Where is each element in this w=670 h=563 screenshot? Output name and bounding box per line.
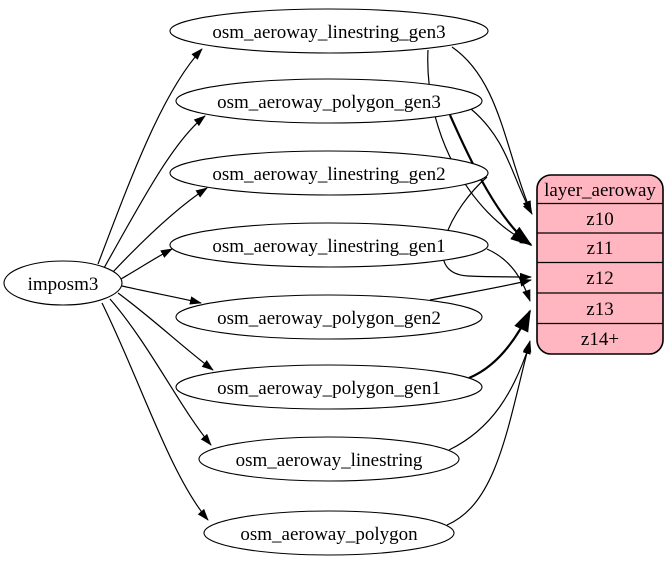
node-osm-aeroway-linestring-gen2: osm_aeroway_linestring_gen2 xyxy=(169,150,489,196)
node-osm-aeroway-polygon-gen2: osm_aeroway_polygon_gen2 xyxy=(175,294,483,340)
table-ellipse xyxy=(169,222,489,268)
table-label: osm_aeroway_polygon_gen1 xyxy=(217,378,441,399)
layer-row-z11: z11 xyxy=(587,238,614,259)
edge-linestring-gen1-z13 xyxy=(486,248,531,302)
node-osm-aeroway-polygon: osm_aeroway_polygon xyxy=(203,510,455,556)
layer-row-z10: z10 xyxy=(586,209,613,230)
layer-row-z12: z12 xyxy=(586,268,613,289)
table-label: osm_aeroway_linestring_gen1 xyxy=(212,236,445,257)
table-nodes: osm_aeroway_linestring_gen3 osm_aeroway_… xyxy=(169,8,489,556)
node-osm-aeroway-polygon-gen3: osm_aeroway_polygon_gen3 xyxy=(175,78,483,124)
edge-polygon-gen3-z10 xyxy=(470,108,533,215)
edge-polygon-gen3-z11 xyxy=(448,114,533,247)
layer-row-z14plus: z14+ xyxy=(581,329,619,350)
edge-linestring-gen2-z12 xyxy=(442,176,532,282)
table-ellipse xyxy=(203,510,455,556)
edge-linestring-gen3-z10 xyxy=(451,46,532,213)
edge-imposm3-linestring-gen1 xyxy=(120,248,173,280)
table-ellipse xyxy=(175,364,483,410)
edge-imposm3-polygon xyxy=(101,302,209,521)
node-osm-aeroway-linestring-gen1: osm_aeroway_linestring_gen1 xyxy=(169,222,489,268)
node-layer-aeroway: layer_aeroway z10 z11 z12 z13 z14+ xyxy=(536,174,664,355)
node-osm-aeroway-linestring: osm_aeroway_linestring xyxy=(198,436,460,482)
layer-aeroway-box xyxy=(536,174,664,355)
edge-imposm3-polygon-gen2 xyxy=(121,285,202,305)
node-imposm3: imposm3 xyxy=(3,260,123,306)
table-ellipse xyxy=(198,436,460,482)
imposm3-ellipse xyxy=(3,260,123,306)
node-osm-aeroway-linestring-gen3: osm_aeroway_linestring_gen3 xyxy=(169,8,489,54)
table-ellipse xyxy=(175,78,483,124)
table-label: osm_aeroway_polygon xyxy=(240,524,418,545)
edge-imposm3-linestring xyxy=(109,298,212,446)
table-label: osm_aeroway_linestring xyxy=(236,450,423,471)
edge-polygon-gen2-z12 xyxy=(429,278,532,301)
edge-imposm3-polygon-gen1 xyxy=(117,292,214,371)
table-ellipse xyxy=(169,150,489,196)
layer-row-z13: z13 xyxy=(586,299,613,320)
layer-aeroway-title: layer_aeroway xyxy=(544,180,656,201)
table-label: osm_aeroway_linestring_gen3 xyxy=(212,22,445,43)
table-label: osm_aeroway_polygon_gen2 xyxy=(217,308,441,329)
edges-from-source xyxy=(97,48,214,521)
table-ellipse xyxy=(169,8,489,54)
edge-linestring-gen3-z11 xyxy=(427,49,532,245)
edge-linestring-z14 xyxy=(448,342,531,451)
table-label: osm_aeroway_polygon_gen3 xyxy=(217,92,441,113)
table-label: osm_aeroway_linestring_gen2 xyxy=(212,164,445,185)
edge-imposm3-linestring-gen2 xyxy=(111,187,208,274)
edge-imposm3-polygon-gen3 xyxy=(103,115,206,269)
edge-polygon-gen1-z13 xyxy=(468,309,531,380)
edges-to-layer xyxy=(427,46,533,526)
edge-polygon-z14 xyxy=(446,340,532,526)
imposm3-label: imposm3 xyxy=(28,274,99,295)
node-osm-aeroway-polygon-gen1: osm_aeroway_polygon_gen1 xyxy=(175,364,483,410)
edge-imposm3-linestring-gen3 xyxy=(97,48,203,265)
table-ellipse xyxy=(175,294,483,340)
